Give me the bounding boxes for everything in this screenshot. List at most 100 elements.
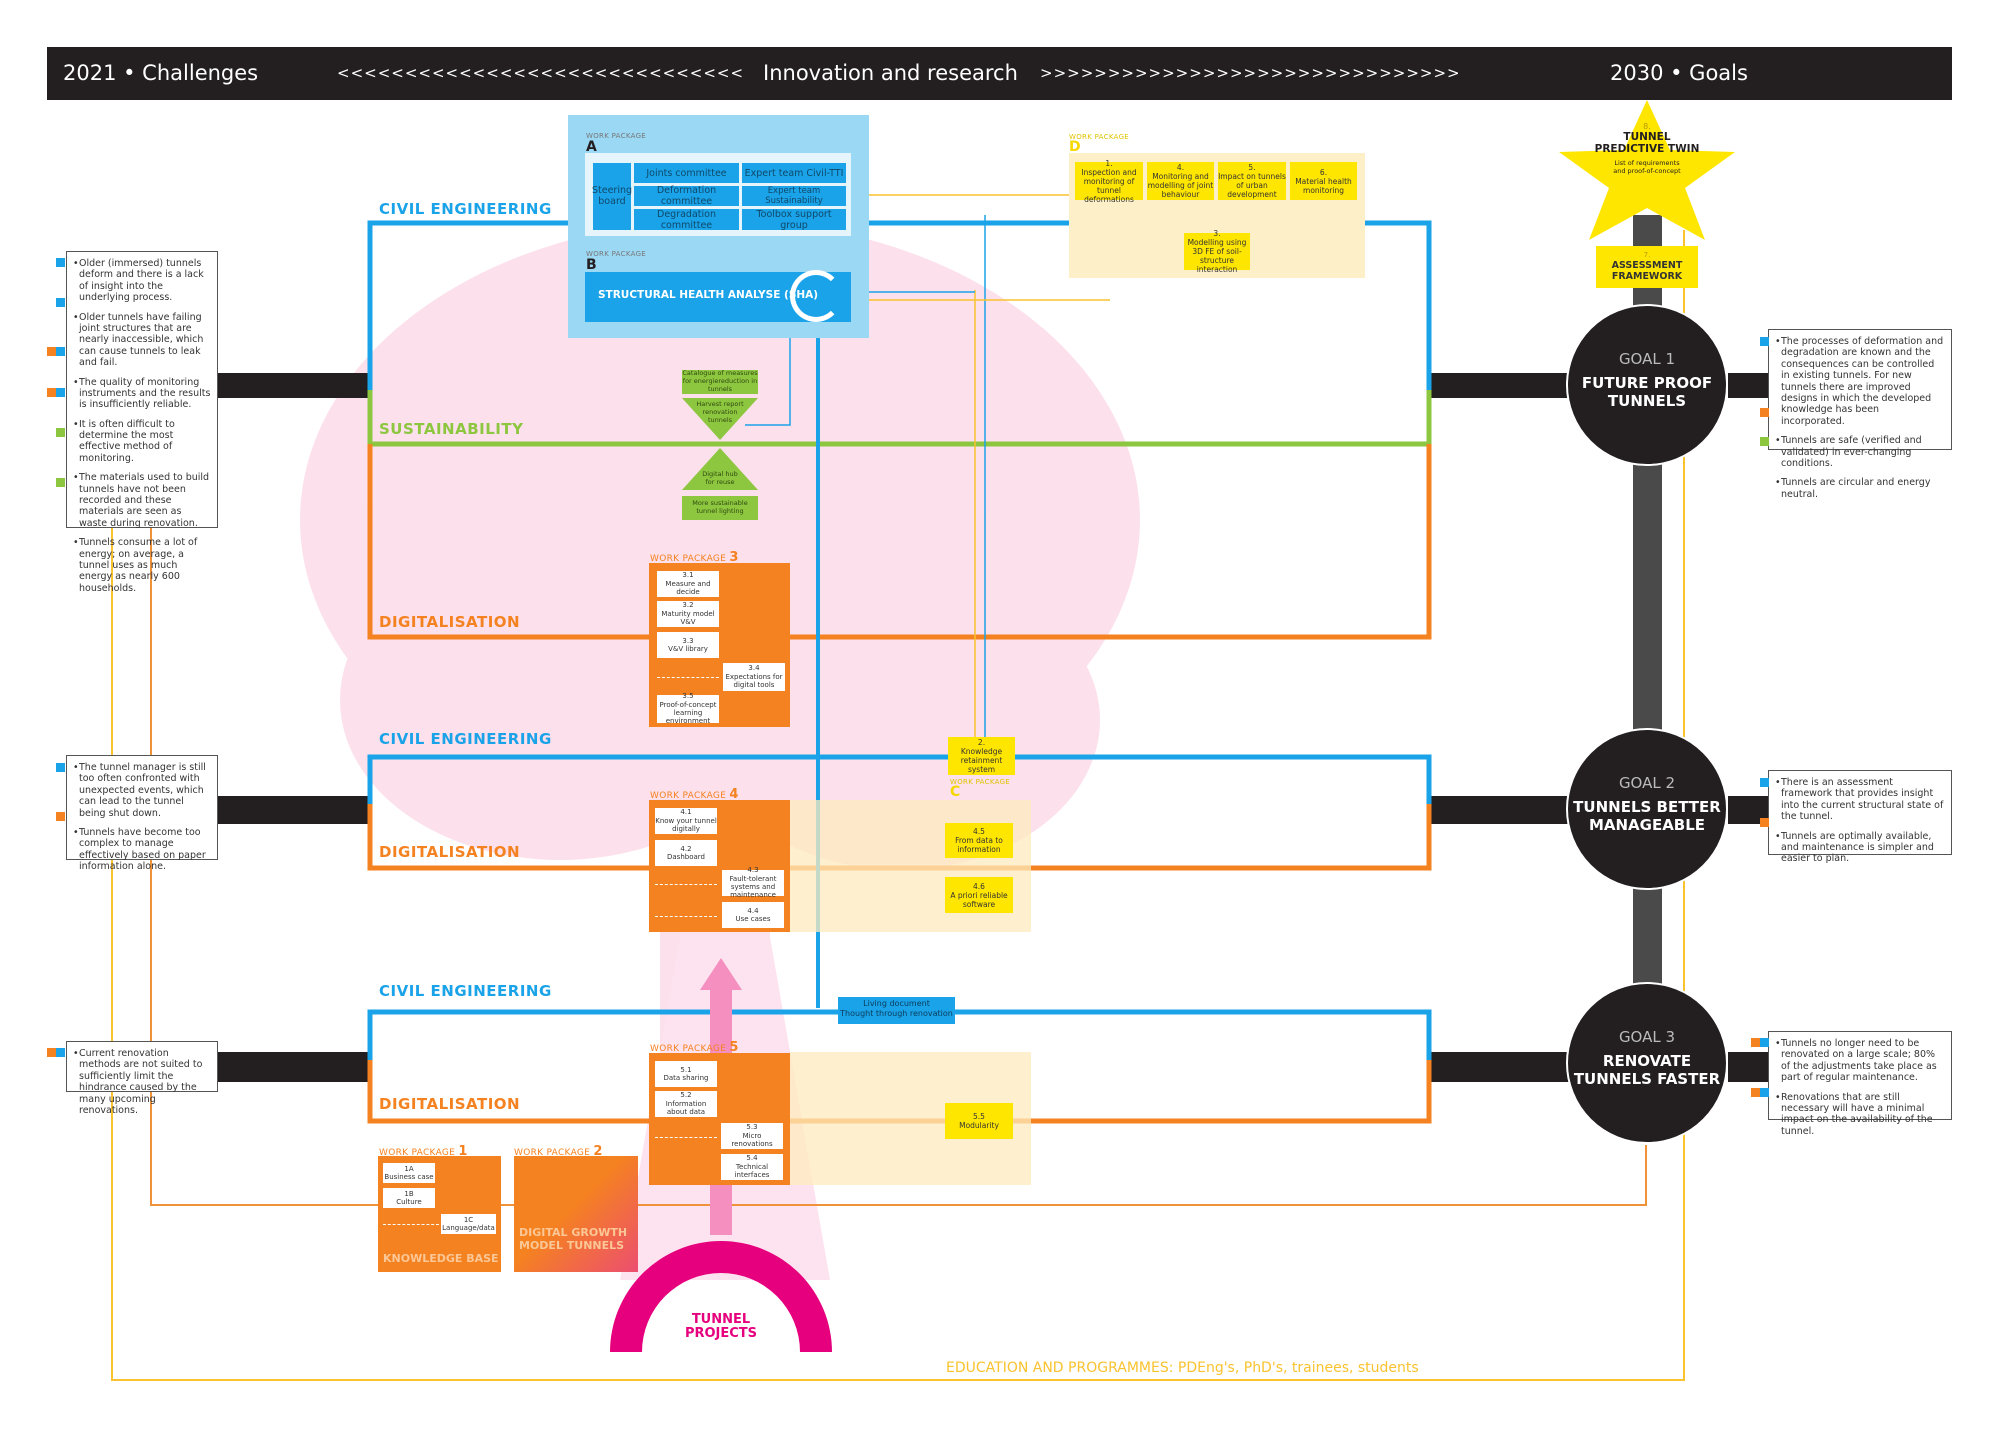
- item-number: 6.: [1319, 167, 1328, 177]
- item-number: 1.: [1105, 158, 1113, 168]
- wp_label: WORK PACKAGE: [379, 1148, 456, 1158]
- education-label: EDUCATION AND PROGRAMMES: PDEng's, PhD's…: [946, 1360, 1419, 1376]
- lane-label-sustainability: SUSTAINABILITY: [379, 420, 524, 438]
- wp5-items-1-t: Information about data: [665, 1099, 707, 1117]
- goal-3-circle: GOAL 3 RENOVATE TUNNELS FASTER: [1566, 982, 1728, 1144]
- wp3-items-0-n: 3.1: [682, 571, 694, 580]
- goal-item: Tunnels no longer need to be renovated o…: [1775, 1038, 1945, 1084]
- wp-2-label: WORK PACKAGE 2: [514, 1144, 603, 1159]
- item-text: Impact on tunnels of urban development: [1218, 172, 1286, 199]
- knowledge-base-title: KNOWLEDGE BASE: [383, 1252, 499, 1265]
- goal-number: GOAL 1: [1618, 350, 1676, 368]
- wp4-items-0-t: Know your tunnel digitally: [655, 816, 717, 834]
- assessment-title: ASSESSMENT FRAMEWORK: [1611, 259, 1683, 283]
- wp-4-label: WORK PACKAGE 4: [650, 787, 739, 802]
- civil-marker: [1760, 337, 1769, 346]
- dashed-divider: [655, 1137, 717, 1138]
- goal-number: GOAL 2: [1618, 774, 1676, 792]
- wp-5-label: WORK PACKAGE 5: [650, 1040, 739, 1055]
- wp1-items-1-n: 1B: [404, 1189, 414, 1198]
- challenge-item: The materials used to build tunnels have…: [73, 472, 211, 529]
- digital-marker: [1751, 1088, 1760, 1097]
- sustainability-marker: [56, 478, 65, 487]
- civil-marker: [56, 388, 65, 397]
- sustain-item: Digital hub for reuse: [702, 470, 738, 486]
- wp-d-label: WORK PACKAGE: [1069, 133, 1130, 141]
- wp-d-item: 4.Monitoring and modelling of joint beha…: [1147, 162, 1214, 200]
- sustain-item: Harvest report renovation tunnels: [696, 400, 744, 424]
- wp3-items-3-t: Expectations for digital tools: [725, 672, 783, 690]
- wp-d-item: 5.Impact on tunnels of urban development: [1218, 162, 1286, 200]
- wp1-num: 1: [458, 1144, 468, 1159]
- digital-marker: [47, 347, 56, 356]
- lane-label-digital-1: DIGITALISATION: [379, 613, 521, 631]
- sustainability-marker: [56, 428, 65, 437]
- item-text: Monitoring and modelling of joint behavi…: [1147, 172, 1214, 199]
- wp-a-cell: Expert team Sustainability: [742, 186, 846, 206]
- wp-2-box: DIGITAL GROWTH MODEL TUNNELS: [514, 1156, 638, 1272]
- goal-number: GOAL 3: [1618, 1028, 1676, 1046]
- goal-title: FUTURE PROOF TUNNELS: [1581, 374, 1713, 410]
- item-number: 5.: [1248, 163, 1256, 172]
- header-left-arrows: <<<<<<<<<<<<<<<<<<<<<<<<<<<<<<: [337, 64, 745, 82]
- goal-2-circle: GOAL 2 TUNNELS BETTER MANAGEABLE: [1566, 728, 1728, 890]
- goal-item: Tunnels are circular and energy neutral.: [1775, 477, 1945, 500]
- wp5-items-3-n: 5.4: [746, 1154, 758, 1163]
- challenge-item: Tunnels consume a lot of energy; on aver…: [73, 537, 211, 594]
- wp-a-cell: Joints committee: [634, 163, 739, 183]
- dashed-divider: [657, 677, 719, 678]
- cycle-icon: [790, 270, 842, 322]
- wp3-items-2-n: 3.3: [682, 636, 694, 645]
- item-text: Inspection and monitoring of tunnel defo…: [1081, 167, 1137, 204]
- wp5-items-2-n: 5.3: [746, 1123, 758, 1132]
- wpC-t: Knowledge retainment system: [960, 747, 1003, 774]
- goal-item: Tunnels are safe (verified and validated…: [1775, 435, 1945, 469]
- goal-3-box: Tunnels no longer need to be renovated o…: [1768, 1031, 1952, 1137]
- wp4-num: 4: [729, 787, 739, 802]
- goal-item: Tunnels are optimally available, and mai…: [1775, 831, 1945, 865]
- civil-marker: [56, 1048, 65, 1057]
- wp-b-letter: B: [586, 257, 597, 273]
- wp-a-cell: Deformation committee: [634, 185, 739, 207]
- steering-board: Steering board: [592, 163, 632, 230]
- wpC-n: 2.: [977, 738, 986, 747]
- wp3-items-4-t: Proof-of-concept learning environment: [659, 700, 717, 726]
- challenge-box-2: The tunnel manager is still too often co…: [66, 755, 218, 872]
- wp-c-item: 2.Knowledge retainment system: [948, 737, 1015, 775]
- wp-a-cell: Expert team Civil-TTI: [742, 163, 846, 183]
- wp-d-item: 3.Modelling using 3D FE of soil-structur…: [1184, 229, 1250, 274]
- goal-item: There is an assessment framework that pr…: [1775, 777, 1945, 823]
- wp-d-item: 6.Material health monitoring: [1290, 162, 1357, 200]
- item-text: Modelling using 3D FE of soil-structure …: [1187, 238, 1247, 274]
- tunnel-projects-label: TUNNEL PROJECTS: [684, 1312, 758, 1342]
- digital-growth-title: DIGITAL GROWTH MODEL TUNNELS: [519, 1226, 628, 1253]
- goal-1-box: The processes of deformation and degrada…: [1768, 329, 1952, 500]
- wp-b-label: WORK PACKAGE: [586, 250, 647, 258]
- lane-label-civil-1: CIVIL ENGINEERING: [379, 200, 552, 218]
- star-subtitle: List of requirements and proof-of-concep…: [1613, 159, 1681, 176]
- wp5-items-2-t: Micro renovations: [731, 1131, 773, 1149]
- wp4-items-2-t: Fault-tolerant systems and maintenance: [729, 874, 777, 900]
- goal-item: Renovations that are still necessary wil…: [1775, 1092, 1945, 1138]
- living-line-1: Living document: [863, 999, 930, 1008]
- civil-marker: [56, 258, 65, 267]
- wp3-num: 3: [729, 550, 739, 565]
- wp1-items-0-t: Business case: [384, 1173, 434, 1181]
- sustain-item: Catalogue of measures for energiereducti…: [682, 369, 758, 394]
- wp2-num: 2: [593, 1144, 603, 1159]
- wp4-items-2-n: 4.3: [747, 866, 759, 875]
- wp5-items-0-t: Data sharing: [663, 1074, 709, 1082]
